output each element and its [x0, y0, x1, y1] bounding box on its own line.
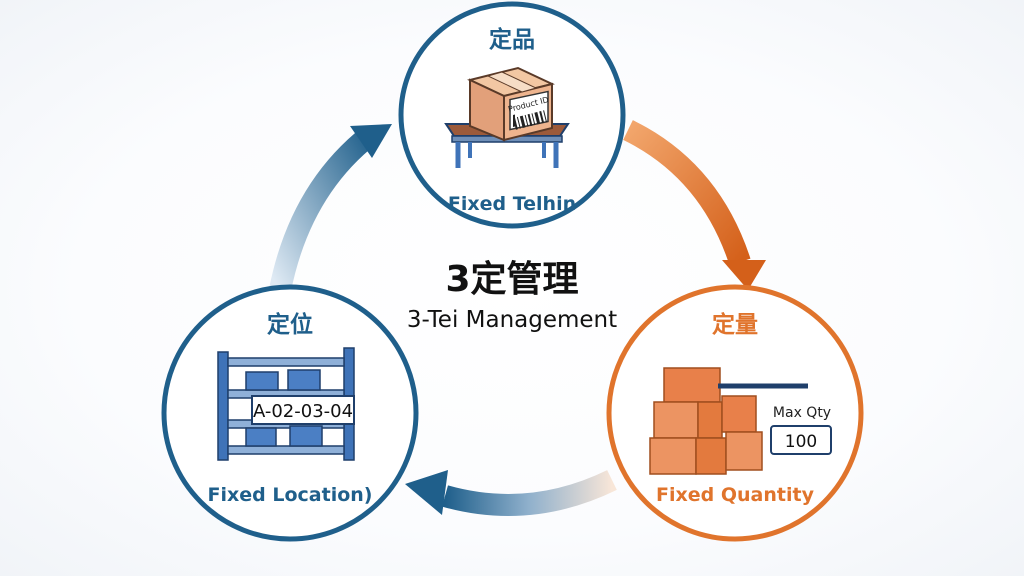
qty-value: 100: [785, 432, 817, 452]
arrow-top-to-right: [623, 120, 766, 290]
barcode-icon: [513, 110, 547, 130]
product-box-on-table-icon: [444, 66, 570, 168]
node-caption: Fixed Location): [208, 484, 373, 506]
center-title-en: 3-Tei Management: [407, 307, 617, 333]
arrow-left-to-top: [269, 124, 392, 293]
arrow-right-to-left: [405, 470, 617, 516]
center-title: 3定管理 3-Tei Management: [407, 259, 617, 333]
qty-value-box: [770, 425, 832, 455]
node-caption: Fixed Quantity: [656, 484, 815, 506]
node-title-ja: 定位: [267, 311, 313, 338]
location-code: A-02-03-04: [253, 401, 353, 422]
node-fixed-location: 定位 A-02-03-04 Fixed Location): [161, 284, 419, 542]
max-qty-label: Max Qty: [773, 405, 831, 421]
location-label-tag: [251, 395, 355, 425]
node-title-ja: 定量: [712, 311, 758, 338]
node-fixed-quantity: 定量 Max Qty 100 Fixed Quantity: [606, 284, 864, 542]
center-title-ja: 3定管理: [445, 259, 578, 300]
node-title-ja: 定品: [489, 26, 535, 53]
node-caption: Fixed Telhin: [448, 193, 576, 215]
node-fixed-item: 定品 Product ID: [398, 1, 626, 229]
